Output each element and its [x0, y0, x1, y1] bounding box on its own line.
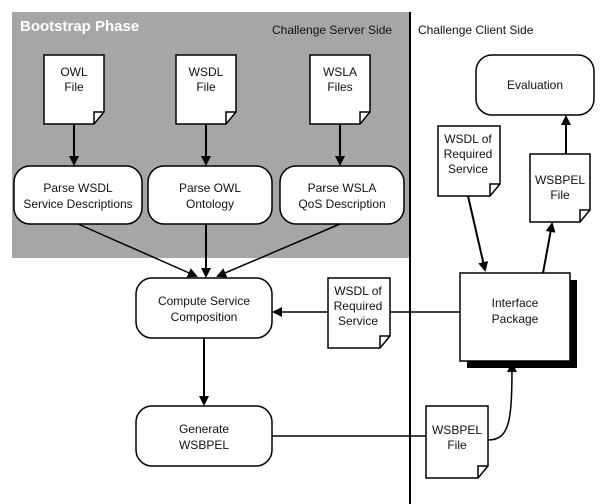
parse-wsla-line1: Parse WSLA: [308, 181, 377, 195]
arrow-wsbpel-to-interface: [487, 362, 517, 441]
parse-owl-line2: Ontology: [186, 197, 234, 211]
wsla-files-doc: WSLA Files: [309, 54, 371, 125]
owl-file-doc: OWL File: [43, 54, 105, 125]
owl-file-line2: File: [64, 80, 84, 94]
arrow-interface-to-wsbpel: [542, 222, 556, 274]
arrow-wsdl-client-to-interface: [467, 195, 489, 272]
wsbpel-client-doc: WSBPEL File: [529, 153, 591, 223]
wsdl-required-middle-line1: WSDL of: [334, 284, 382, 298]
arrow-parse-wsdl-to-compute: [77, 223, 198, 278]
parse-wsla-line2: QoS Description: [298, 197, 385, 211]
interface-package-box: Interface Package: [459, 272, 577, 368]
parse-wsdl-line2: Service Descriptions: [23, 197, 132, 211]
wsbpel-bottom-line1: WSBPEL: [432, 423, 482, 437]
evaluation-label: Evaluation: [507, 78, 563, 92]
evaluation-box: Evaluation: [475, 54, 595, 116]
owl-file-line1: OWL: [60, 65, 88, 79]
wsbpel-bottom-doc: WSBPEL File: [425, 405, 489, 479]
wsbpel-client-line2: File: [550, 188, 570, 202]
wsla-files-line1: WSLA: [323, 65, 357, 79]
wsbpel-client-line1: WSBPEL: [535, 173, 585, 187]
parse-wsdl-line1: Parse WSDL: [43, 181, 113, 195]
wsdl-file-doc: WSDL File: [175, 54, 237, 125]
generate-wsbpel-box: Generate WSBPEL: [135, 405, 273, 467]
wsdl-file-line2: File: [196, 80, 216, 94]
wsbpel-bottom-line2: File: [447, 438, 467, 452]
parse-wsla-box: Parse WSLA QoS Description: [279, 165, 405, 225]
wsdl-required-client-doc: WSDL of Required Service: [437, 125, 501, 197]
interface-line1: Interface: [492, 296, 539, 310]
client-side-label: Challenge Client Side: [418, 23, 534, 37]
generate-line2: WSBPEL: [179, 438, 229, 452]
wsla-files-line2: Files: [327, 80, 352, 94]
wsdl-file-line1: WSDL: [189, 65, 224, 79]
server-side-label: Challenge Server Side: [272, 23, 392, 37]
wsdl-required-middle-line2: Required: [334, 299, 383, 313]
wsdl-required-middle-doc: WSDL of Required Service: [327, 277, 391, 349]
compute-composition-box: Compute Service Composition: [135, 277, 273, 339]
parse-owl-box: Parse OWL Ontology: [147, 165, 273, 225]
parse-owl-line1: Parse OWL: [179, 181, 241, 195]
arrow-parse-wsla-to-compute: [216, 223, 341, 278]
generate-line1: Generate: [179, 422, 229, 436]
wsdl-required-client-line1: WSDL of: [444, 132, 492, 146]
wsdl-required-client-line2: Required: [444, 147, 493, 161]
compute-line2: Composition: [171, 310, 238, 324]
wsdl-required-client-line3: Service: [448, 162, 488, 176]
parse-wsdl-box: Parse WSDL Service Descriptions: [13, 165, 143, 225]
bootstrap-phase-title: Bootstrap Phase: [20, 18, 139, 35]
compute-line1: Compute Service: [158, 294, 250, 308]
interface-line2: Package: [492, 312, 539, 326]
wsdl-required-middle-line3: Service: [338, 314, 378, 328]
